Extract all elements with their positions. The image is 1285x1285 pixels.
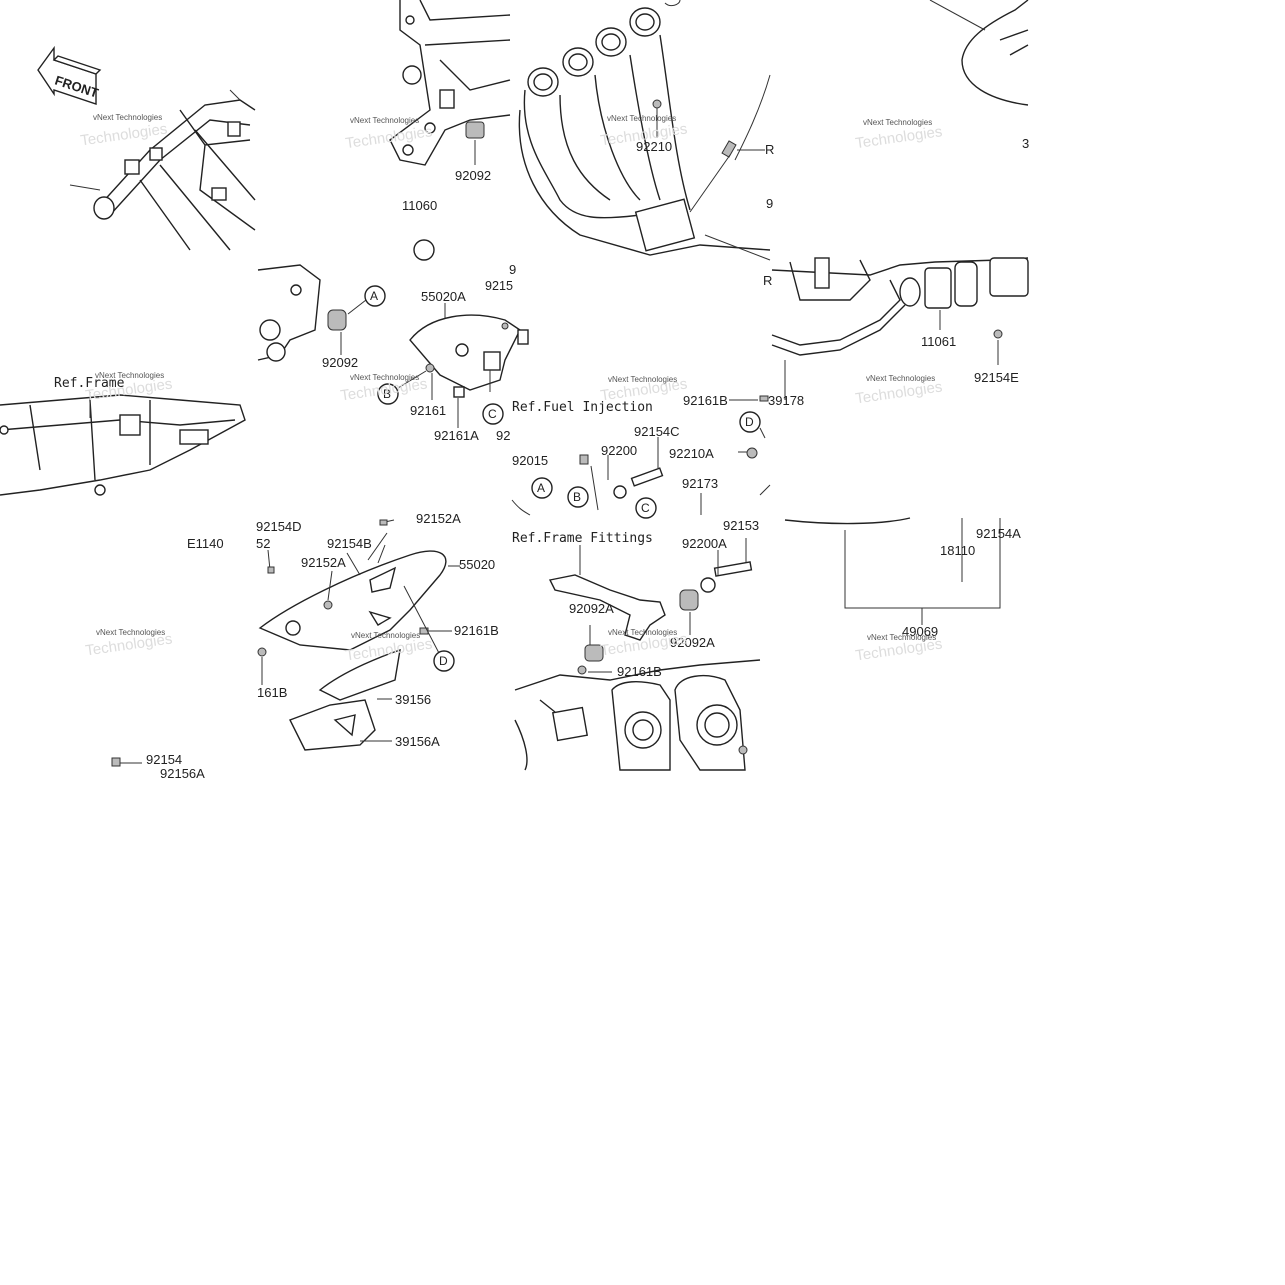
watermark-1: vNext Technologies (93, 113, 162, 122)
part-92161B-low: 92161B (454, 623, 499, 638)
partial-label-7: 3 (1022, 136, 1029, 151)
part-92161B-mid: 92161B (617, 664, 662, 679)
part-92015: 92015 (512, 453, 548, 468)
heat-guard-55020-drawing (111, 519, 460, 767)
part-92210A: 92210A (669, 446, 714, 461)
watermark-5: vNext Technologies (95, 371, 164, 380)
ref-frame-fittings: Ref.Frame Fittings (512, 531, 653, 546)
front-arrow-icon: FRONT (37, 45, 102, 105)
svg-text:Technologies: Technologies (854, 123, 943, 152)
bracket-mid-left-drawing (257, 264, 367, 362)
partial-label-5: 9 (766, 196, 773, 211)
part-number-labels: 92092 92092 11060 92210 55020A 92161 921… (146, 139, 1021, 767)
callout-markers: A B C D A B C D (364, 285, 761, 672)
callout-b-2: B (573, 490, 581, 504)
part-92092-mid: 92092 (322, 355, 358, 370)
part-92152A-top: 92152A (416, 511, 461, 526)
part-92161B-top: 92161B (683, 393, 728, 408)
watermark-8: vNext Technologies (866, 374, 935, 383)
part-55020: 55020 (459, 557, 495, 572)
watermark-9: vNext Technologies (96, 628, 165, 637)
part-92154E: 92154E (974, 370, 1019, 385)
watermark-12: vNext Technologies (867, 633, 936, 642)
watermark-2: vNext Technologies (350, 116, 419, 125)
partial-label-4: R (765, 142, 774, 157)
callout-d: D (745, 415, 754, 429)
part-92161: 92161 (410, 403, 446, 418)
partial-label-10: 92156A (160, 766, 205, 781)
partial-label-2: 92 (496, 428, 510, 443)
part-55020A: 55020A (421, 289, 466, 304)
silencer-top-drawing (929, 0, 1029, 106)
reference-labels: Ref.Frame Ref.Fuel Injection Ref.Frame F… (54, 376, 653, 551)
part-92092-top: 92092 (455, 168, 491, 183)
part-39156A: 39156A (395, 734, 440, 749)
part-49069: 49069 (902, 624, 938, 639)
watermark-11: vNext Technologies (608, 628, 677, 637)
callout-b: B (383, 387, 391, 401)
part-92092A-left: 92092A (569, 601, 614, 616)
part-18110: 18110 (940, 543, 975, 558)
part-92154D: 92154D (256, 519, 302, 534)
part-92210: 92210 (636, 139, 672, 154)
part-39178: 39178 (768, 393, 804, 408)
callout-a-2: A (537, 481, 545, 495)
part-92154: 92154 (146, 752, 182, 767)
callout-c-2: C (641, 501, 650, 515)
part-92152A-left: 92152A (301, 555, 346, 570)
partial-label-1: 9215 (485, 278, 513, 293)
partial-label-9: 161B (257, 685, 287, 700)
callout-c: C (488, 407, 497, 421)
watermark-3: vNext Technologies (607, 114, 676, 123)
frame-drawing-lower-left (0, 392, 246, 496)
mounting-hardware-drawing (511, 395, 771, 516)
frame-drawing-top-left (69, 89, 256, 251)
part-92173: 92173 (682, 476, 718, 491)
bracket-drawing-top (389, 0, 511, 261)
watermark-7: vNext Technologies (608, 375, 677, 384)
exhaust-headers-drawing (518, 0, 771, 261)
svg-text:Technologies: Technologies (344, 123, 433, 152)
part-92154B: 92154B (327, 536, 372, 551)
ref-fuel-injection: Ref.Fuel Injection (512, 400, 653, 415)
part-92153: 92153 (723, 518, 759, 533)
part-92154A: 92154A (976, 526, 1021, 541)
part-92200A: 92200A (682, 536, 727, 551)
partial-labels: 9215 92 9 R 9 R 3 52 161B 92156A (160, 136, 1029, 781)
ref-frame: Ref.Frame (54, 376, 125, 391)
part-92200: 92200 (601, 443, 637, 458)
partial-label-3: 9 (509, 262, 516, 277)
watermark-6: vNext Technologies (350, 373, 419, 382)
partial-label-8: 52 (256, 536, 270, 551)
part-11060: 11060 (402, 198, 437, 213)
section-code: E1140 (187, 536, 224, 551)
heat-guard-55020A-drawing (397, 303, 529, 428)
partial-label-6: R (763, 273, 772, 288)
part-92154C: 92154C (634, 424, 680, 439)
muffler-drawing (771, 257, 1029, 525)
part-92161A: 92161A (434, 428, 479, 443)
leader-lines-right (844, 518, 1001, 625)
callout-a: A (370, 289, 378, 303)
heel-guards-drawing (514, 659, 761, 771)
part-92092A-right: 92092A (670, 635, 715, 650)
watermark-4: vNext Technologies (863, 118, 932, 127)
callout-d-2: D (439, 654, 448, 668)
watermark-10: vNext Technologies (351, 631, 420, 640)
part-39156: 39156 (395, 692, 431, 707)
bracket-92092A-drawing (548, 538, 753, 675)
part-11061: 11061 (921, 334, 956, 349)
